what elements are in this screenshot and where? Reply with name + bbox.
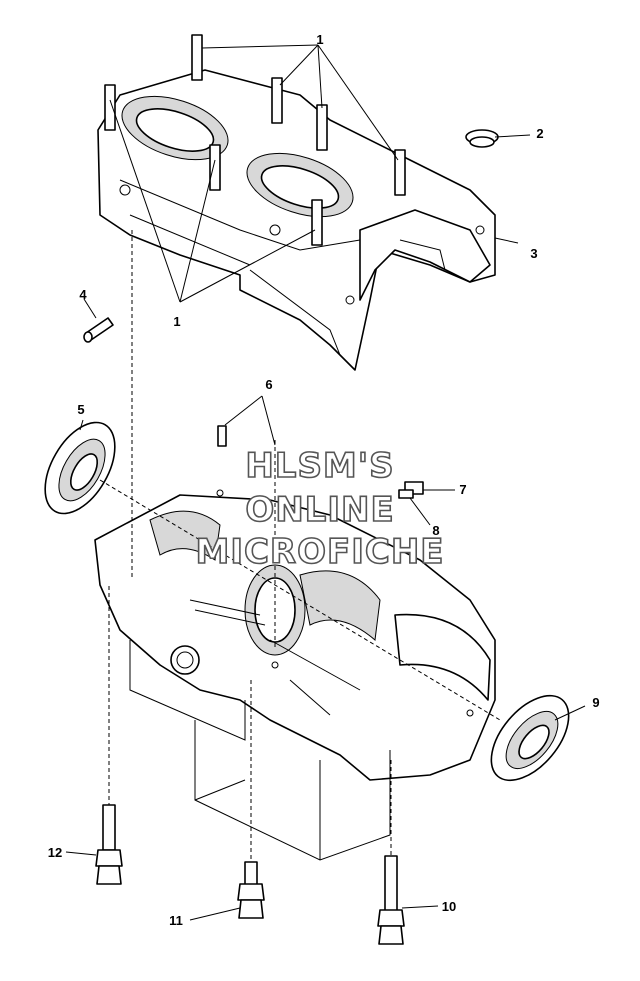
leader-lines — [65, 44, 586, 921]
bolt-part-12 — [95, 804, 123, 885]
seal-part-5 — [44, 421, 116, 515]
callout-3: 3 — [530, 246, 537, 261]
callout-10: 10 — [442, 899, 456, 914]
callout-9: 9 — [592, 695, 599, 710]
watermark-line-1: HLSM'S — [245, 446, 394, 486]
callout-7: 7 — [459, 482, 466, 497]
bolt-part-10 — [377, 855, 405, 945]
construction-lines — [129, 640, 391, 861]
callout-6: 6 — [265, 377, 272, 392]
watermark-line-3: MICROFICHE — [195, 532, 444, 572]
callout-11: 11 — [169, 913, 183, 928]
dowel-part-6 — [217, 425, 227, 447]
bolt-part-11 — [237, 861, 265, 919]
seal-part-9 — [490, 694, 570, 782]
watermark-line-2: ONLINE — [245, 490, 394, 530]
upper-crankcase — [97, 69, 496, 371]
callout-8: 8 — [432, 523, 439, 538]
callout-4: 4 — [79, 287, 87, 302]
callout-5: 5 — [77, 402, 84, 417]
callout-1-bottom: 1 — [173, 314, 180, 329]
callout-2: 2 — [536, 126, 543, 141]
dowel-pin-part-4 — [83, 317, 114, 343]
callout-12: 12 — [48, 845, 62, 860]
watermark: HLSM'S ONLINE MICROFICHE — [195, 445, 445, 573]
plug-part-7 — [398, 481, 424, 499]
callout-labels: 1 1 2 3 4 5 6 7 8 9 10 11 12 — [48, 32, 600, 928]
grommet-part-2 — [465, 129, 499, 148]
callout-1-top: 1 — [316, 32, 323, 47]
